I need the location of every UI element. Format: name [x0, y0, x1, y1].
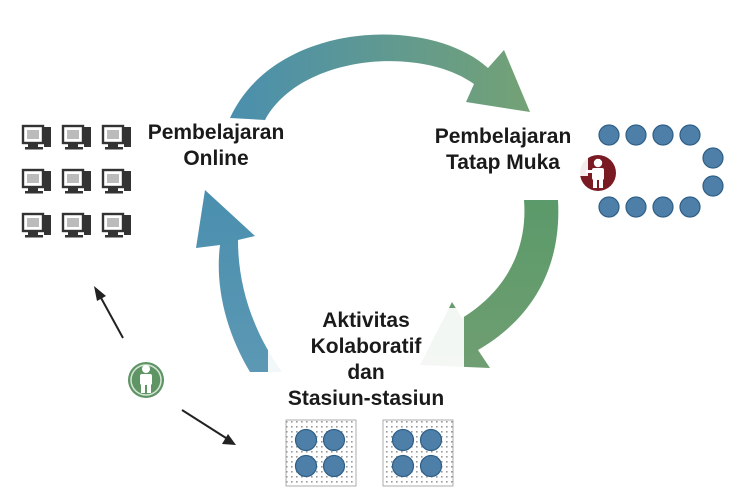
seat-icon — [625, 196, 647, 218]
seat-icon — [625, 124, 647, 146]
arrow-aktivitas-to-online — [196, 190, 282, 372]
seat-icon — [598, 196, 620, 218]
seat-icon — [652, 124, 674, 146]
label-aktivitas-line-2: Kolaboratif — [310, 335, 422, 358]
station-2 — [382, 419, 454, 487]
computer-icon — [61, 124, 91, 150]
seat-icon — [679, 196, 701, 218]
label-pembelajaran-tatap-muka: Pembelajaran Tatap Muka — [418, 124, 588, 176]
computer-icon — [21, 212, 51, 238]
label-pembelajaran-online: Pembelajaran Online — [146, 120, 286, 172]
seat-icon — [322, 428, 346, 452]
computer-icon — [21, 124, 51, 150]
seat-icon — [702, 175, 724, 197]
station-1 — [285, 419, 357, 487]
label-tatap-line-1: Pembelajaran — [434, 125, 572, 148]
seat-icon — [598, 124, 620, 146]
computer-lab-grid — [21, 124, 131, 238]
computer-icon — [101, 168, 131, 194]
seat-icon — [652, 196, 674, 218]
arrow-online-to-tatap-muka — [230, 34, 530, 120]
label-online-line-2: Online — [183, 147, 249, 170]
computer-icon — [61, 212, 91, 238]
arrow-to-stations — [181, 409, 236, 445]
computer-icon — [61, 168, 91, 194]
arrow-to-computer-lab — [94, 286, 124, 339]
computer-icon — [101, 124, 131, 150]
seat-icon — [679, 124, 701, 146]
seat-icon — [419, 454, 443, 478]
seat-icon — [391, 454, 415, 478]
label-aktivitas-line-3: dan — [347, 361, 385, 384]
label-online-line-1: Pembelajaran — [147, 121, 285, 144]
label-aktivitas-line-4: Stasiun-stasiun — [287, 387, 445, 410]
label-tatap-line-2: Tatap Muka — [446, 151, 560, 174]
seat-icon — [419, 428, 443, 452]
computer-icon — [101, 212, 131, 238]
seat-icon — [322, 454, 346, 478]
teacher-icon — [580, 155, 616, 191]
seat-icon — [294, 428, 318, 452]
computer-icon — [21, 168, 51, 194]
seat-icon — [702, 147, 724, 169]
label-aktivitas-kolaboratif: Aktivitas Kolaboratif dan Stasiun-stasiu… — [268, 308, 464, 412]
seat-icon — [294, 454, 318, 478]
classroom-seating — [598, 124, 724, 218]
student-icon — [128, 362, 164, 398]
label-aktivitas-line-1: Aktivitas — [322, 309, 410, 332]
collaborative-stations — [285, 419, 454, 487]
seat-icon — [391, 428, 415, 452]
